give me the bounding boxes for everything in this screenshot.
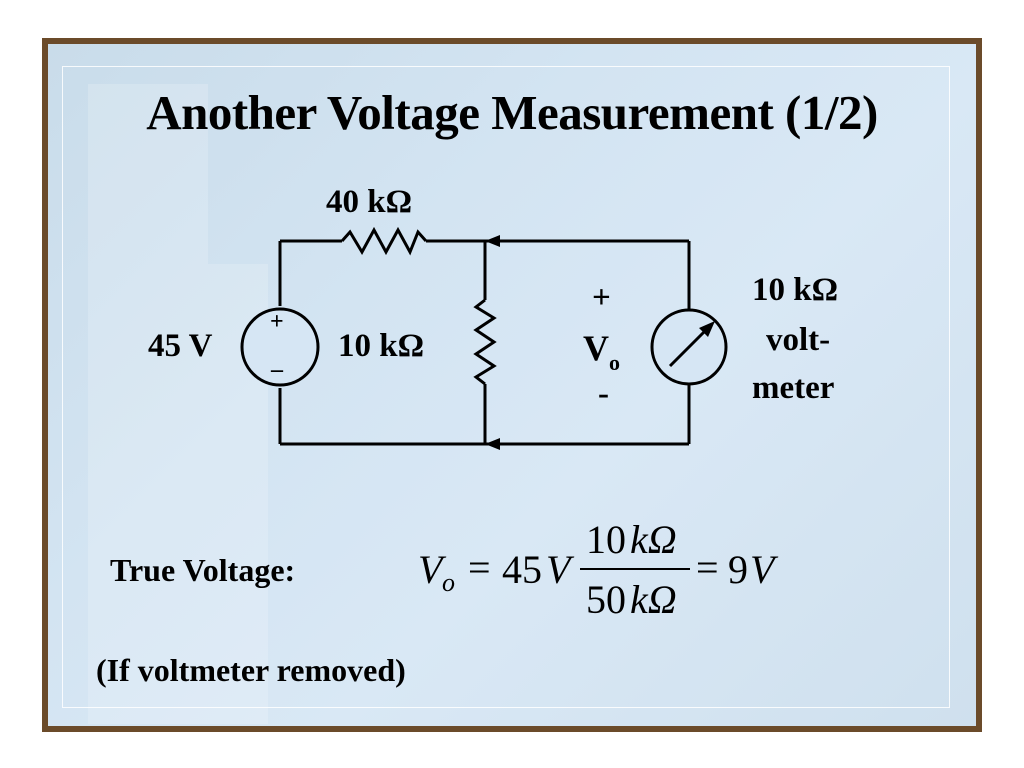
eq-coefficient-unit: V <box>546 547 571 592</box>
eq-numerator-unit: kΩ <box>630 517 677 562</box>
eq-result: 9 <box>728 547 748 592</box>
shunt-resistor-label: 10 kΩ <box>338 328 425 364</box>
eq-denominator-value: 50 <box>586 577 626 622</box>
inner-border <box>62 66 950 708</box>
series-resistor <box>340 226 428 256</box>
source-plus-sign: + <box>270 309 284 335</box>
column-decoration <box>88 84 208 724</box>
eq-lhs-var: V <box>418 547 443 592</box>
voltmeter-label-line3: meter <box>752 370 835 406</box>
eq-numerator-value: 10 <box>586 517 626 562</box>
eq-equals-2: = <box>696 545 719 590</box>
note-text: (If voltmeter removed) <box>96 652 406 688</box>
voltmeter-label-line2: volt- <box>766 322 831 358</box>
voltmeter-needle-head <box>699 321 715 337</box>
eq-fraction-bar <box>580 568 690 570</box>
eq-result-unit: V <box>750 547 775 592</box>
voltage-equation: V o = 45 V 10 kΩ 50 kΩ = 9 V <box>418 520 798 630</box>
shunt-resistor <box>473 298 497 386</box>
true-voltage-label: True Voltage: <box>110 552 296 588</box>
vo-symbol: V <box>583 328 609 368</box>
vo-plus-sign: + <box>592 280 611 316</box>
voltage-source-symbol <box>240 307 320 387</box>
series-resistor-label: 40 kΩ <box>326 184 413 220</box>
eq-lhs-sub: o <box>442 568 455 597</box>
voltmeter-label-line1: 10 kΩ <box>752 272 839 308</box>
eq-denominator-unit: kΩ <box>630 577 677 622</box>
arrow-head-bottom <box>485 438 500 450</box>
vo-subscript: o <box>609 350 620 375</box>
source-voltage-label: 45 V <box>148 328 213 364</box>
vo-label: Vo <box>583 330 620 374</box>
eq-coefficient: 45 <box>502 547 542 592</box>
source-minus-sign: – <box>271 357 283 383</box>
slide-title: Another Voltage Measurement (1/2) <box>146 85 878 140</box>
vo-minus-sign: - <box>598 376 609 412</box>
eq-equals-1: = <box>468 545 491 590</box>
arrow-head-top <box>485 235 500 247</box>
